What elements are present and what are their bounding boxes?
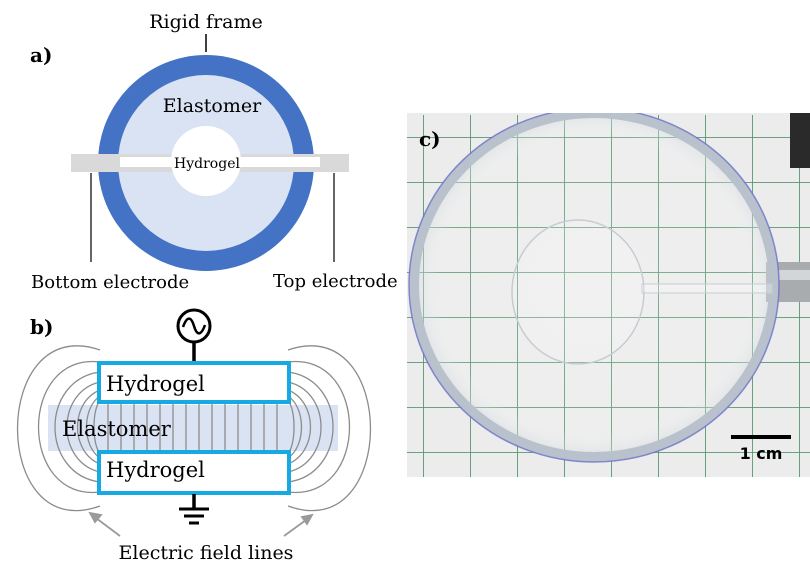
rigid-frame-label: Rigid frame [149,11,263,33]
bottom-electrode-strip [120,157,176,167]
hydrogel-top-label: Hydrogel [106,372,205,396]
field-lines-label: Electric field lines [119,542,294,564]
panel-c-label: c) [419,127,441,151]
panel-c-photo: 1 cm c) [407,113,810,477]
bottom-electrode-label: Bottom electrode [31,272,189,293]
hydrogel-bottom-electrode [97,450,291,495]
panel-b-label: b) [30,315,53,339]
clip-dark [790,113,810,168]
scale-bar-label: 1 cm [740,444,783,463]
elastomer-band [48,405,338,451]
hydrogel-strip-photo [641,283,773,294]
left-fringe-lines [16,345,101,512]
elastomer-label-a: Elastomer [163,95,262,117]
panel-b: b) [16,308,372,564]
elastomer-dish [409,113,779,462]
top-electrode-tape-highlight [770,270,810,280]
hydrogel-disc [171,126,241,196]
ground-icon [179,507,209,525]
dish-rim-outline [408,113,780,463]
top-electrode-label: Top electrode [273,271,398,292]
ac-wave-icon [181,317,207,335]
hydrogel-label-a: Hydrogel [174,156,240,172]
panel-a-label: a) [30,43,52,67]
top-electrode-strip [238,157,320,167]
hydrogel-disc-photo [511,219,645,365]
hydrogel-top-electrode [97,361,291,404]
panel-a: a) Rigid frame Elastomer Hydrogel Bottom… [30,11,398,293]
field-line-arrows [88,511,314,537]
hydrogel-bottom-label: Hydrogel [106,458,205,482]
interior-field-lines [107,402,278,452]
elastomer-label-b: Elastomer [62,417,172,441]
